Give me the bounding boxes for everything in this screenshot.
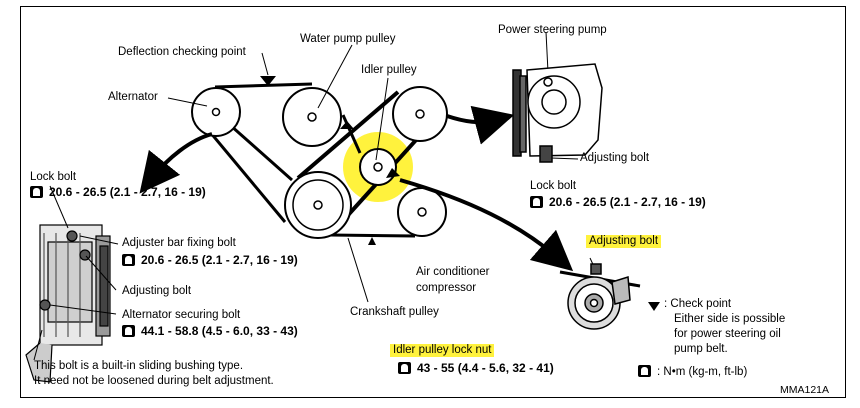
water-pump-pulley <box>282 87 342 147</box>
check-point-triangle-icon <box>260 76 660 311</box>
ps-pulley <box>392 86 448 142</box>
label-air-conditioner: Air conditioner <box>416 266 490 278</box>
label-lock-bolt-left: Lock bolt <box>30 171 77 183</box>
torque-alternator-securing: 44.1 - 58.8 (4.5 - 6.0, 33 - 43) <box>122 325 298 338</box>
label-idler-pulley-lock-nut: Idler pulley lock nut <box>390 344 495 357</box>
torque-lock-bolt-left: 20.6 - 26.5 (2.1 - 2.7, 16 - 19) <box>30 186 206 199</box>
label-lock-bolt-ps: Lock bolt <box>530 180 577 192</box>
label-adjusting-bolt-left: Adjusting bolt <box>122 285 192 297</box>
label-deflection-checking-point: Deflection checking point <box>118 46 246 58</box>
ac-compressor-pulley <box>397 187 447 237</box>
label-adjusting-bolt-idler: Adjusting bolt <box>586 235 662 248</box>
crankshaft-pulley <box>284 171 352 239</box>
idler-pulley-assembly <box>559 263 641 330</box>
torque-wrench-icon <box>122 254 135 266</box>
torque-wrench-icon <box>398 362 411 374</box>
torque-adjuster-bar: 20.6 - 26.5 (2.1 - 2.7, 16 - 19) <box>122 254 298 267</box>
label-power-steering-pump: Power steering pump <box>498 24 607 36</box>
power-steering-pump <box>512 63 603 163</box>
idler-pulley <box>359 148 397 186</box>
alternator-assembly <box>25 224 111 383</box>
legend-check-point-4: pump belt. <box>674 343 728 355</box>
label-alternator-securing-bolt: Alternator securing bolt <box>122 309 241 321</box>
legend-check-point: : Check point <box>664 298 732 310</box>
torque-idler-lock-nut: 43 - 55 (4.4 - 5.6, 32 - 41) <box>398 362 554 375</box>
figure-code: MMA121A <box>780 384 830 396</box>
label-idler-pulley: Idler pulley <box>361 64 417 76</box>
note-line-1: This bolt is a built-in sliding bushing … <box>34 360 244 372</box>
torque-wrench-icon <box>122 325 135 337</box>
label-adjusting-bolt-ps: Adjusting bolt <box>580 152 650 164</box>
legend-check-point-3: for power steering oil <box>674 328 781 340</box>
label-water-pump-pulley: Water pump pulley <box>300 33 396 45</box>
label-crankshaft-pulley: Crankshaft pulley <box>350 306 439 318</box>
figure-frame <box>20 6 846 398</box>
legend-unit: : N•m (kg-m, ft-lb) <box>638 365 747 379</box>
alternator-pulley <box>191 87 241 137</box>
note-line-2: It need not be loosened during belt adju… <box>34 375 274 387</box>
alternator-leaders <box>33 185 119 361</box>
label-adjuster-bar-fixing-bolt: Adjuster bar fixing bolt <box>122 237 236 249</box>
torque-wrench-icon <box>638 365 651 377</box>
torque-wrench-icon <box>30 186 43 198</box>
drive-belt-main <box>198 82 416 238</box>
callout-arrows <box>139 105 574 272</box>
label-compressor: compressor <box>416 282 477 294</box>
legend-check-point-2: Either side is possible <box>674 313 786 325</box>
torque-wrench-icon <box>530 196 543 208</box>
label-alternator: Alternator <box>108 91 158 103</box>
torque-lock-bolt-ps: 20.6 - 26.5 (2.1 - 2.7, 16 - 19) <box>530 196 706 209</box>
